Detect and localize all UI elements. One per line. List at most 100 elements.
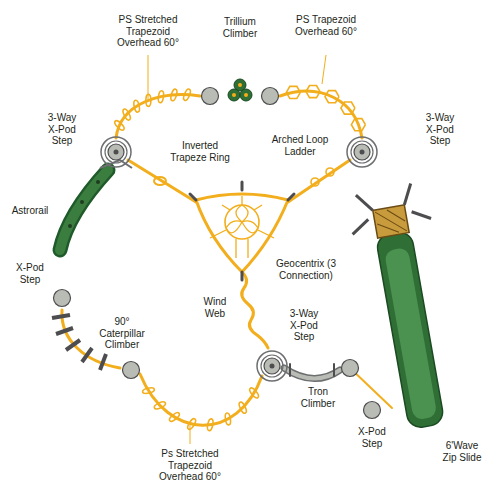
leader-lines (322, 55, 326, 84)
geocentrix-posts (241, 182, 244, 190)
geocentrix (226, 221, 242, 233)
hexagon-grip (286, 86, 300, 98)
part-label: Arched Loop Ladder (269, 134, 331, 157)
trillium-climber (228, 79, 252, 101)
posts-and-pods (202, 88, 219, 105)
geocentrix (254, 205, 262, 210)
zip-slide (401, 183, 414, 204)
geocentrix (258, 230, 274, 238)
part-label: 90° Caterpillar Climber (94, 316, 150, 351)
caterpillar-bars (82, 348, 92, 362)
tron-climber (289, 364, 291, 376)
trapeze-arm (128, 160, 196, 202)
zip-slide (375, 207, 407, 235)
part-label: Ps Stretched Trapezoid Overhead 60° (157, 448, 223, 483)
astrorail (60, 170, 108, 250)
geocentrix-posts (241, 272, 244, 280)
trillium-climber (240, 89, 252, 101)
part-label: Astrorail (5, 205, 55, 217)
tron-climber (284, 368, 340, 379)
caterpillar-bars (52, 315, 70, 318)
geocentrix (236, 205, 248, 222)
coil-loop (182, 88, 191, 101)
astrorail (96, 180, 100, 184)
leader-lines (148, 55, 149, 100)
part-label: Inverted Trapeze Ring (165, 140, 235, 163)
geocentrix (235, 239, 236, 258)
trillium-climber (232, 93, 236, 97)
part-label: Trillium Climber (216, 16, 264, 39)
geocentrix (210, 230, 226, 238)
coil-loop (186, 418, 197, 431)
part-label: PS Trapezoid Overhead 60° (293, 14, 359, 37)
part-label: 3-Way X-Pod Step (284, 308, 324, 343)
zip-slide (346, 181, 467, 433)
geocentrix (210, 196, 274, 258)
geocentrix (196, 194, 288, 272)
trapeze-ring (154, 177, 166, 185)
posts-and-pods (101, 137, 131, 167)
geocentrix-posts (190, 194, 196, 200)
coil-loop (153, 401, 166, 411)
geocentrix (241, 196, 242, 205)
part-label: 3-Way X-Pod Step (42, 112, 82, 147)
astrorail (60, 170, 108, 250)
zip-slide (384, 247, 438, 421)
loop-ladder (326, 168, 334, 176)
coil-loop (207, 418, 214, 431)
posts-and-pods (364, 402, 381, 419)
zip-slide (373, 205, 409, 238)
coil-loop (170, 88, 178, 101)
hexagon-grip (306, 86, 320, 98)
yellow-frame (62, 91, 392, 425)
geocentrix (225, 205, 259, 239)
zip-slide (356, 193, 373, 213)
caterpillar-bars (56, 328, 73, 334)
trapezoid-hexagons (286, 86, 365, 131)
posts-and-pods (54, 88, 381, 419)
geocentrix (222, 205, 230, 210)
part-label: X-Pod Step (356, 426, 388, 449)
astrorail (60, 160, 132, 250)
caterpillar-bars (66, 340, 80, 350)
wind-web (242, 272, 268, 348)
posts-and-pods (347, 137, 377, 167)
part-label: PS Stretched Trapezoid Overhead 60° (115, 14, 181, 49)
caterpillar-bars (100, 354, 106, 370)
coil-loop (238, 401, 248, 414)
zip-slide (375, 230, 444, 429)
trillium-climber (238, 83, 242, 87)
hexagon-grip (351, 119, 365, 131)
posts-and-pods (123, 362, 140, 379)
coil-loop (168, 411, 180, 422)
posts-and-pods (257, 351, 287, 381)
coil-loop (248, 387, 259, 399)
overhead-coils (113, 88, 259, 431)
loop-ladder-arm (288, 160, 350, 202)
coil-loop (225, 413, 232, 426)
tron-climber (284, 368, 340, 379)
trapeze-ring (154, 177, 166, 185)
coil-loop (122, 108, 132, 121)
geocentrix (242, 221, 258, 233)
caterpillar-bars (52, 315, 106, 370)
astrorail (80, 200, 84, 204)
geocentrix-posts (288, 194, 294, 200)
part-label: 3-Way X-Pod Step (420, 112, 460, 147)
coil-loop (133, 100, 140, 113)
part-label: X-Pod Step (14, 262, 46, 285)
loop-ladder (311, 168, 334, 186)
part-label: Tron Climber (297, 386, 339, 409)
part-label: Wind Web (199, 296, 231, 319)
part-label: Geocentrix (3 Connection) (268, 258, 344, 281)
coil-loop (113, 119, 125, 131)
coil-loop (158, 90, 165, 103)
leader-lines (148, 55, 326, 444)
loop-ladder (311, 178, 319, 186)
geocentrix (196, 194, 288, 272)
trillium-climber (244, 93, 248, 97)
zip-slide (351, 219, 371, 234)
hexagon-grip (325, 91, 339, 103)
coil-loop (142, 387, 155, 394)
